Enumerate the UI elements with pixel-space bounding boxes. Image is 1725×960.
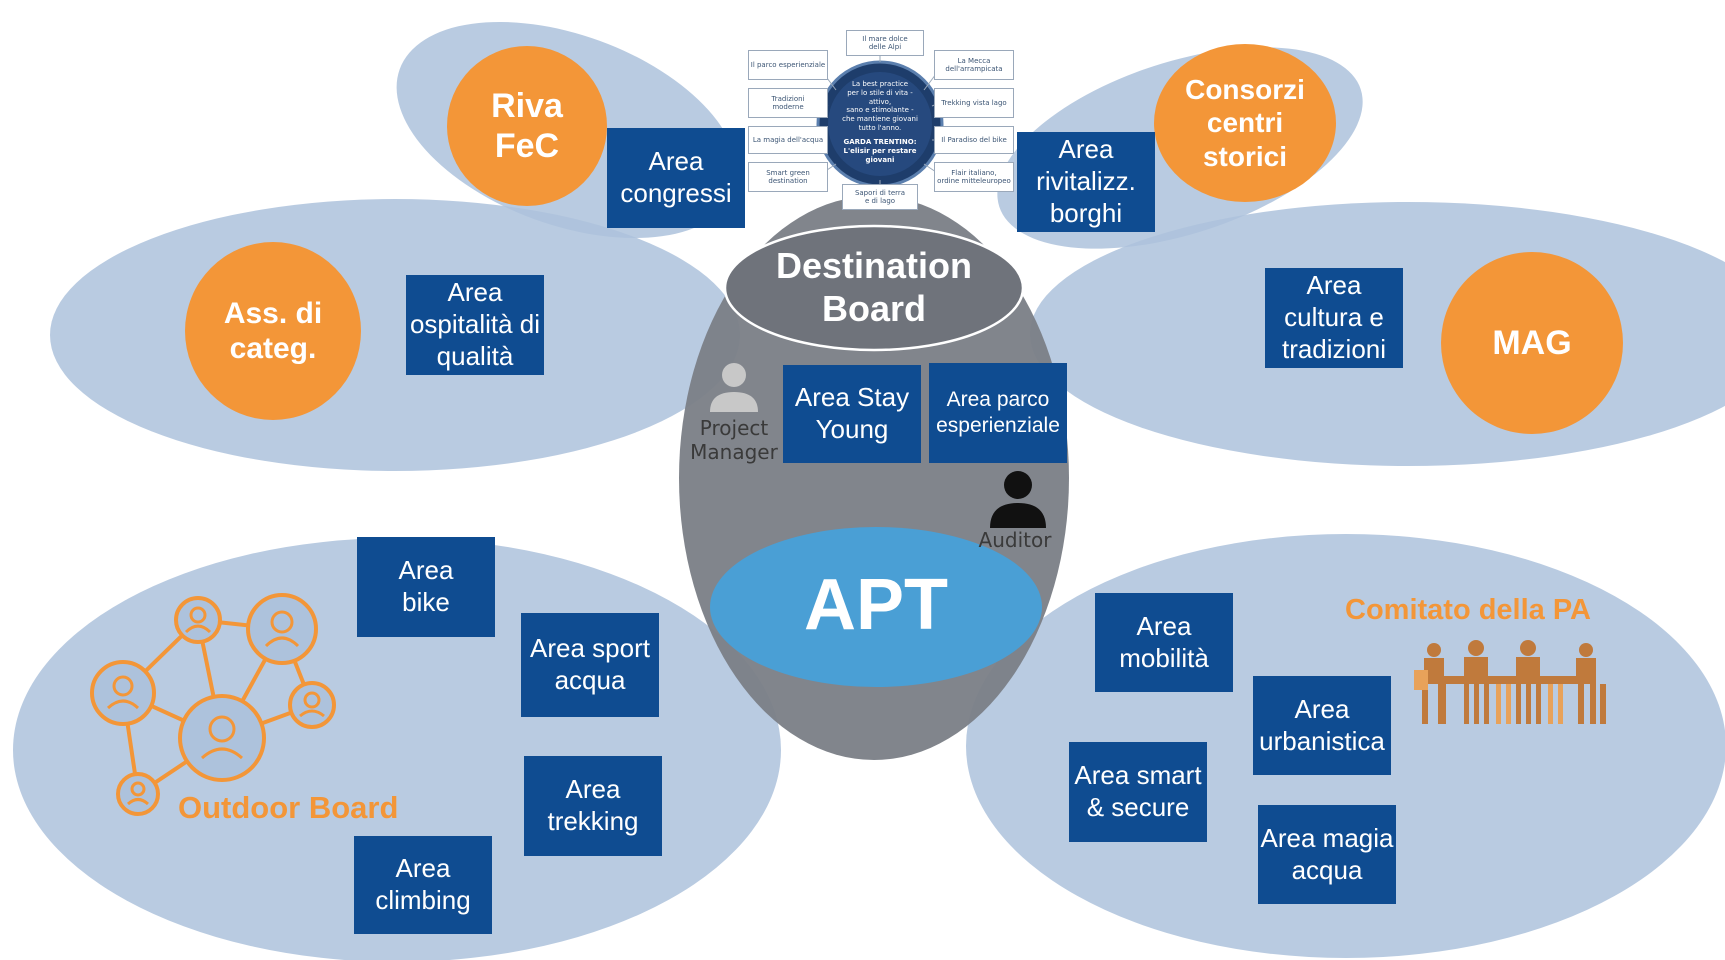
area-urbanistica-box: Area urbanistica [1253, 676, 1391, 775]
mag-circle: MAG [1441, 252, 1623, 434]
area-mobilita-box: Area mobilità [1095, 593, 1233, 692]
brand-item-trekking: Trekking vista lago [934, 88, 1014, 118]
project-manager-icon [710, 363, 758, 412]
brand-item-mare-dolce: Il mare dolce delle Alpi [846, 30, 924, 56]
area-sport-acqua-box: Area sport acqua [521, 613, 659, 717]
network-icon [90, 593, 336, 816]
area-smart-secure-box: Area smart & secure [1069, 742, 1207, 842]
ass-categ-circle: Ass. di categ. [185, 242, 361, 420]
area-parco-box: Area parco esperienziale [929, 363, 1067, 463]
ass-categ-bubble [50, 199, 740, 471]
area-stay-young-box: Area Stay Young [783, 365, 921, 463]
project-manager-label: Project Manager [690, 416, 778, 464]
area-magia-acqua-box: Area magia acqua [1258, 805, 1396, 904]
auditor-icon [990, 471, 1046, 528]
auditor-label: Auditor [978, 528, 1052, 552]
apt-title: APT [804, 565, 948, 645]
outdoor-board-label: Outdoor Board [178, 790, 399, 825]
brand-item-paradiso: Il Paradiso del bike [934, 126, 1014, 154]
area-cultura-box: Area cultura e tradizioni [1265, 268, 1403, 368]
destination-board-title: Destination Board [775, 245, 972, 330]
area-climbing-box: Area climbing [354, 836, 492, 934]
brand-item-smart-green: Smart green destination [748, 162, 828, 192]
area-trekking-box: Area trekking [524, 756, 662, 856]
destination-board-ellipse [723, 224, 1025, 352]
brand-item-sapori: Sapori di terra e di lago [842, 184, 918, 210]
apt-ellipse [710, 527, 1042, 687]
brand-center-title: GARDA TRENTINO: L'elisir per restare gio… [843, 138, 917, 164]
brand-item-flair: Flair italiano, ordine mitteleuropeo [934, 162, 1014, 192]
area-congressi-box: Area congressi [607, 128, 745, 228]
comitato-pa-label: Comitato della PA [1345, 594, 1591, 626]
brand-item-magia: La magia dell'acqua [748, 126, 828, 154]
brand-item-parco: Il parco esperienziale [748, 50, 828, 80]
area-bike-box: Area bike [357, 537, 495, 637]
area-ospitalita-box: Area ospitalità di qualità [406, 275, 544, 375]
area-rivitalizz-box: Area rivitalizz. borghi [1017, 132, 1155, 232]
brand-item-mecca: La Mecca dell'arrampicata [934, 50, 1014, 80]
brand-center-text: La best practice per lo stile di vita - … [842, 80, 918, 132]
meeting-icon [1414, 640, 1606, 724]
consorzi-circle: Consorzi centri storici [1154, 44, 1336, 202]
brand-item-tradizioni: Tradizioni moderne [748, 88, 828, 118]
riva-fec-circle: Riva FeC [447, 46, 607, 206]
